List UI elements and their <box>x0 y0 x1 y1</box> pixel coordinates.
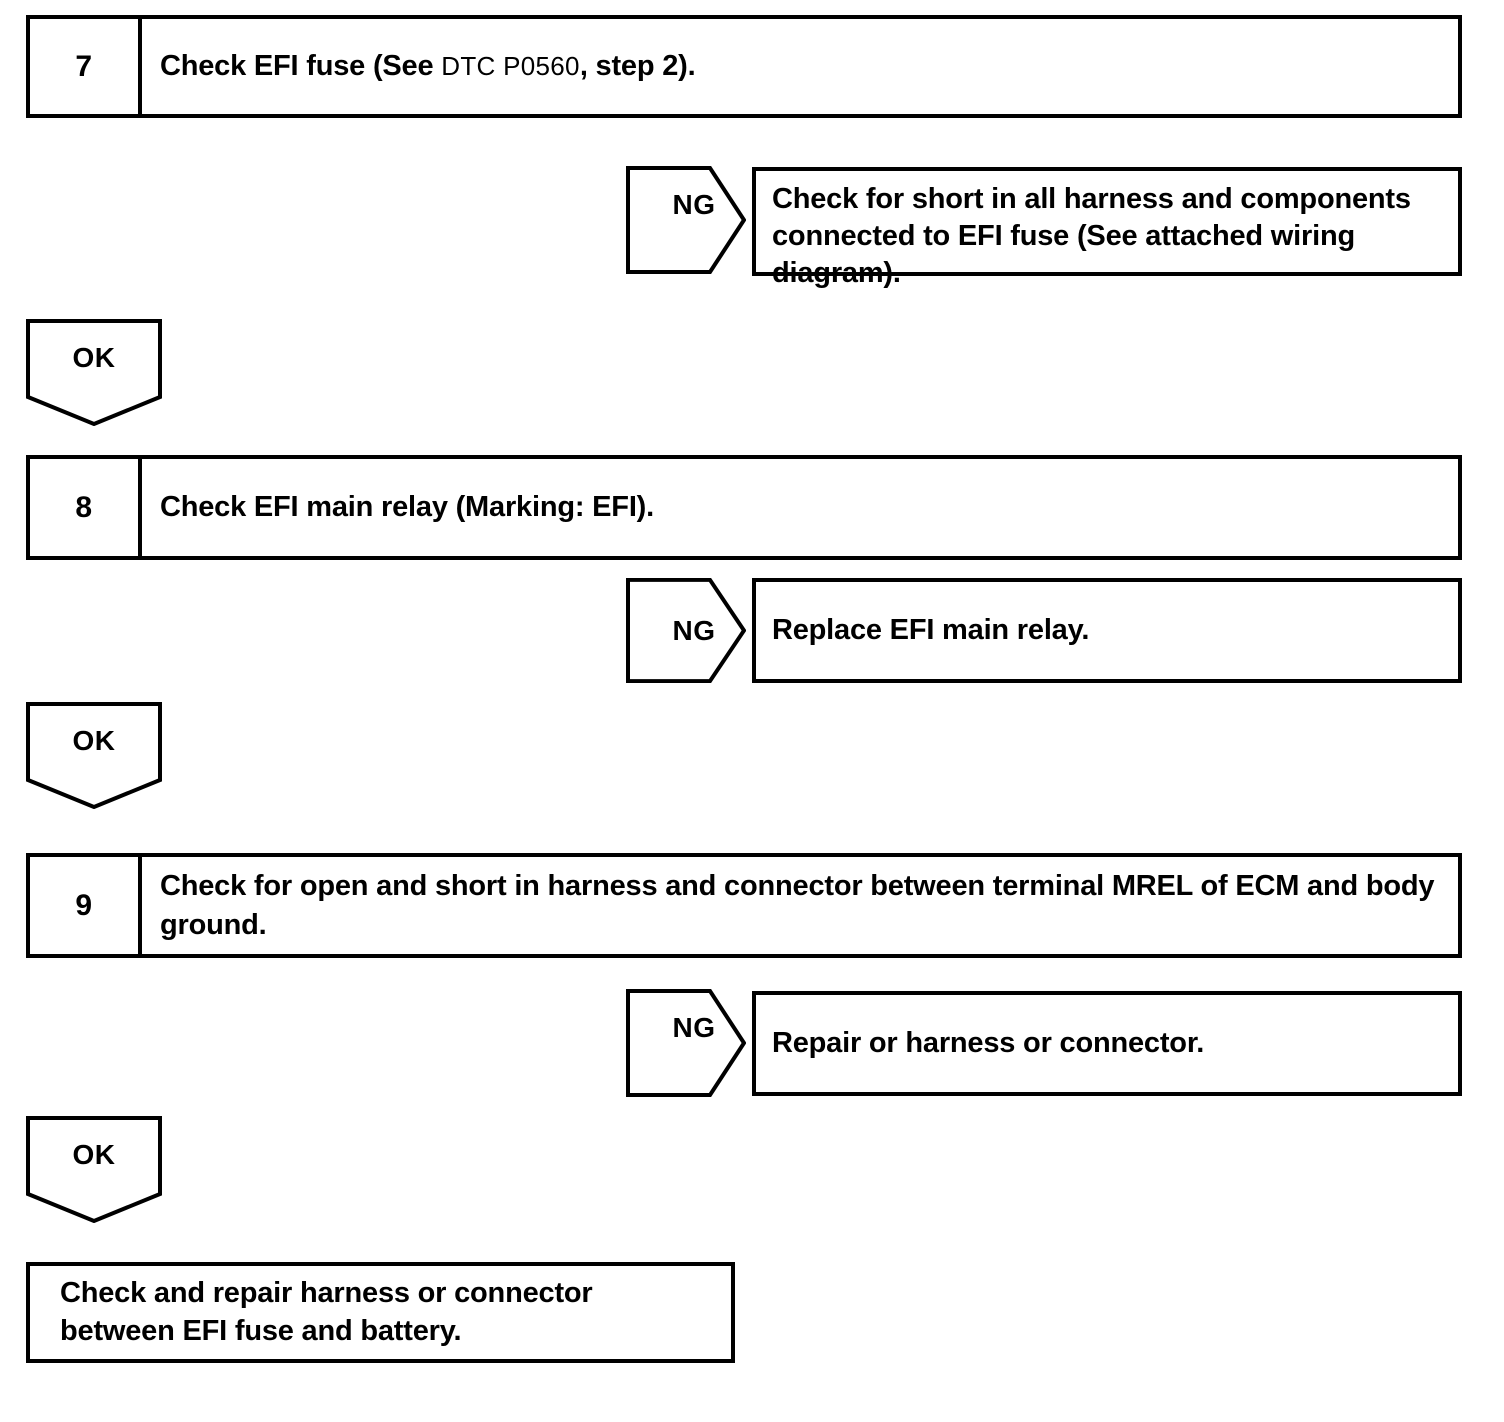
ng-result-box-9: Repair or harness or connector. <box>752 991 1462 1096</box>
step-instruction-9: Check for open and short in harness and … <box>160 869 1435 941</box>
ng-branch-label-8: NG <box>672 614 716 646</box>
ng-branch-tag-8: NG <box>626 578 746 683</box>
ok-branch-tag-8: OK <box>26 702 162 809</box>
ng-result-text-8: Replace EFI main relay. <box>772 613 1090 646</box>
step-text-cell-7: Check EFI fuse (See DTC P0560, step 2). <box>142 19 1458 114</box>
ok-pentagon-shape-icon <box>26 1116 162 1223</box>
step-number-7: 7 <box>30 19 142 114</box>
step-instruction-8-part1: Check EFI main relay (Marking: EFI). <box>160 491 654 524</box>
final-action-box: Check and repair harness or connector be… <box>26 1262 735 1363</box>
ok-branch-label-9: OK <box>72 1139 116 1170</box>
ng-result-box-8: Replace EFI main relay. <box>752 578 1462 683</box>
ng-pentagon-shape-icon <box>626 578 746 683</box>
step-text-cell-8: Check EFI main relay (Marking: EFI). <box>142 459 1458 556</box>
ng-branch-tag-7: NG <box>626 166 746 274</box>
step-number-9: 9 <box>30 857 142 954</box>
ok-branch-label-8: OK <box>72 725 116 756</box>
step-number-8: 8 <box>30 459 142 556</box>
step-instruction-8: Check EFI main relay (Marking: EFI). <box>160 488 654 527</box>
ng-pentagon-shape-icon <box>626 989 746 1097</box>
step-instruction-7-part1: Check EFI fuse (See <box>160 50 442 83</box>
ng-result-text-7: Check for short in all harness and compo… <box>772 183 1411 290</box>
step-text-cell-9: Check for open and short in harness and … <box>142 857 1458 954</box>
step-row-9: 9 Check for open and short in harness an… <box>26 853 1462 958</box>
step-row-7: 7 Check EFI fuse (See DTC P0560, step 2)… <box>26 15 1462 118</box>
ok-pentagon-shape-icon <box>26 702 162 809</box>
ng-branch-tag-9: NG <box>626 989 746 1097</box>
ng-branch-label-7: NG <box>672 189 716 220</box>
step-instruction-7: Check EFI fuse (See DTC P0560, step 2). <box>160 47 696 86</box>
ng-pentagon-shape-icon <box>626 166 746 274</box>
step-row-8: 8 Check EFI main relay (Marking: EFI). <box>26 455 1462 560</box>
ok-branch-tag-7: OK <box>26 319 162 426</box>
step-instruction-7-reference: DTC P0560 <box>441 51 580 82</box>
final-action-text: Check and repair harness or connector be… <box>60 1277 593 1347</box>
ok-branch-label-7: OK <box>72 342 116 373</box>
ng-branch-label-9: NG <box>672 1012 716 1043</box>
ng-result-text-9: Repair or harness or connector. <box>772 1026 1205 1059</box>
step-instruction-7-part2: , step 2). <box>579 50 696 83</box>
ok-pentagon-shape-icon <box>26 319 162 426</box>
ng-result-box-7: Check for short in all harness and compo… <box>752 167 1462 289</box>
ok-branch-tag-9: OK <box>26 1116 162 1223</box>
